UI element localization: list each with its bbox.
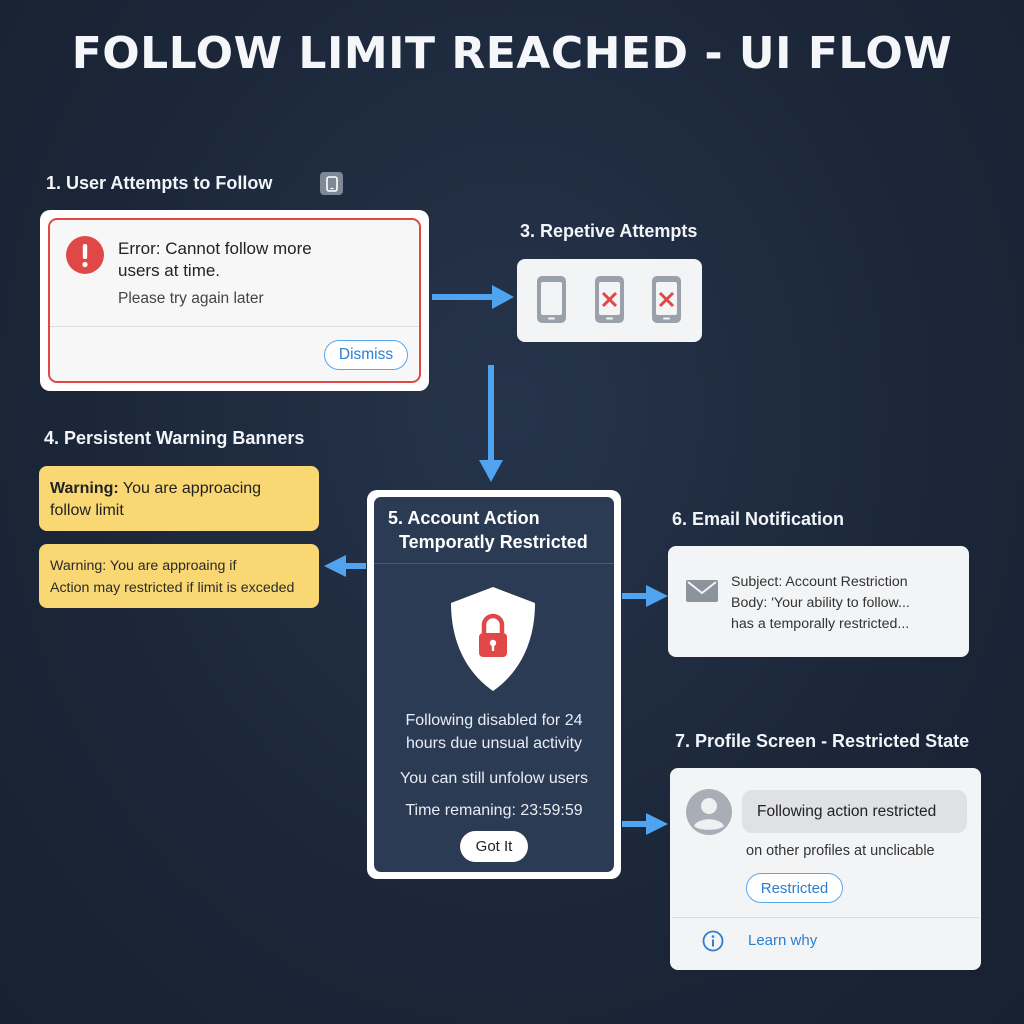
restriction-title: 5. Account Action Temporatly Restricted xyxy=(388,506,614,554)
restricted-status-pill: Following action restricted xyxy=(742,790,967,833)
email-subject: Subject: Account Restriction xyxy=(731,574,908,590)
arrow-step5-to-step6 xyxy=(622,585,668,607)
step4-label: 4. Persistent Warning Banners xyxy=(44,428,305,448)
phone-x-icon xyxy=(652,276,681,323)
dismiss-button[interactable]: Dismiss xyxy=(324,340,408,370)
step6-label: 6. Email Notification xyxy=(672,509,845,529)
restriction-body-line1: Following disabled for 24 xyxy=(405,712,583,729)
exclamation-circle-icon xyxy=(66,236,104,274)
divider xyxy=(50,326,419,327)
phone-icon xyxy=(320,172,343,195)
restriction-body: Following disabled for 24 hours due unsu… xyxy=(380,709,608,755)
shield-lock-icon xyxy=(447,585,539,693)
arrow-step5-to-step4 xyxy=(324,555,366,577)
warning2-line2: Action may restricted if limit is excede… xyxy=(50,580,295,596)
warning-bold: Warning: xyxy=(50,480,119,497)
phone-x-icon xyxy=(595,276,624,323)
restriction-title-line1: 5. Account Action xyxy=(388,508,540,528)
avatar-icon xyxy=(686,789,732,835)
warning-banner-2: Warning: You are approaing if Action may… xyxy=(39,544,319,608)
warning-banner-1: Warning: You are approacing follow limit xyxy=(39,466,319,531)
arrow-step1-to-step3 xyxy=(432,285,514,309)
email-body-line1: Body: 'Your ability to follow... xyxy=(731,595,910,611)
page-title: FOLLOW LIMIT REACHED - UI FLOW xyxy=(71,28,953,79)
restricted-button[interactable]: Restricted xyxy=(746,873,843,903)
email-body-line2: has a temporally restricted... xyxy=(731,616,910,632)
warning-text-line2: follow limit xyxy=(50,502,124,519)
step7-label: 7. Profile Screen - Restricted State xyxy=(675,731,970,751)
error-subtext: Please try again later xyxy=(118,290,264,307)
got-it-button[interactable]: Got It xyxy=(460,831,528,862)
error-message: Error: Cannot follow more users at time. xyxy=(118,238,378,282)
step3-label: 3. Repetive Attempts xyxy=(520,221,698,241)
repetitive-attempts-card xyxy=(517,259,702,342)
info-icon[interactable] xyxy=(702,930,724,952)
email-notification-card xyxy=(668,546,969,657)
restriction-body-line2: hours due unsual activity xyxy=(405,735,583,752)
divider xyxy=(672,917,979,918)
warning2-line1: Warning: You are approaing if xyxy=(50,558,237,574)
step1-label: 1. User Attempts to Follow xyxy=(46,173,273,193)
learn-why-link[interactable]: Learn why xyxy=(748,932,818,949)
divider xyxy=(374,563,614,564)
error-line1: Error: Cannot follow more xyxy=(118,239,312,258)
phone-icon xyxy=(537,276,566,323)
warning-text: You are approacing xyxy=(118,480,262,497)
error-line2: users at time. xyxy=(118,261,221,280)
email-content: Subject: Account Restriction Body: 'Your… xyxy=(731,572,963,635)
mail-icon xyxy=(686,580,718,602)
time-remaining: Time remaning: 23:59:59 xyxy=(405,802,583,819)
arrow-step5-to-step7 xyxy=(622,813,668,835)
arrow-step3-to-step5 xyxy=(479,365,503,482)
restriction-title-line2: Temporatly Restricted xyxy=(399,532,588,552)
restricted-subtext: on other profiles at unclicable xyxy=(746,843,935,859)
unfollow-note: You can still unfolow users xyxy=(400,770,588,787)
